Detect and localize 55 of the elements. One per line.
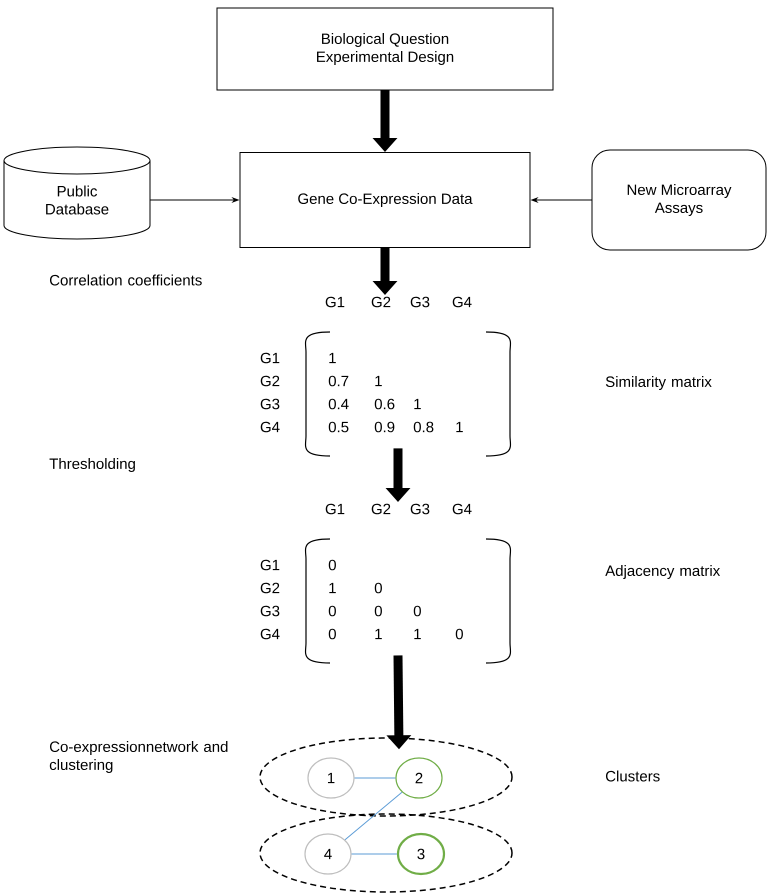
row-header: G2 — [260, 582, 280, 594]
column-header: G1 — [326, 504, 344, 514]
matrix-caption: Similarity matrix — [606, 376, 712, 390]
step-label: Correlation coefficients — [50, 274, 202, 286]
matrix-cell: 0.5 — [328, 422, 348, 432]
matrix-cell: 1 — [414, 628, 421, 640]
matrix-cell: 0 — [328, 628, 336, 640]
matrix-cell: 0.6 — [374, 398, 394, 410]
process-box: New Microarray Assays — [592, 150, 766, 250]
matrix-cell: 0.7 — [328, 376, 348, 386]
network-node: 2 — [395, 757, 443, 799]
matrix-cell: 0 — [414, 606, 421, 616]
database-cylinder: Public Database — [4, 146, 150, 240]
matrix-cell: 0.4 — [328, 398, 349, 410]
row-header: G2 — [260, 376, 280, 386]
matrix-cell: 1 — [414, 398, 421, 410]
cluster-ellipse — [259, 813, 513, 893]
column-header: G2 — [372, 296, 390, 308]
matrix-cell: 0.9 — [374, 422, 394, 432]
cluster-caption: Clusters — [606, 770, 660, 782]
column-header: G4 — [452, 296, 472, 308]
matrix-caption: Adjacency matrix — [605, 565, 720, 579]
row-header: G4 — [260, 628, 280, 640]
matrix — [260, 296, 512, 457]
row-header: G3 — [260, 398, 280, 410]
network-node: 3 — [396, 832, 446, 876]
step-label: Co-expressionnetwork and clustering — [50, 741, 228, 773]
matrix — [260, 504, 512, 664]
column-header: G4 — [452, 504, 472, 514]
column-header: G2 — [372, 504, 390, 514]
matrix-cell: 1 — [329, 352, 336, 364]
process-box: Biological Question Experimental Design — [216, 8, 554, 90]
column-header: G3 — [410, 296, 430, 308]
matrix-cell: 0.8 — [414, 422, 434, 432]
matrix-cell: 1 — [375, 376, 382, 386]
matrix-cell: 0 — [328, 606, 336, 616]
matrix-cell: 0 — [328, 560, 336, 570]
matrix-cell: 0 — [456, 628, 463, 640]
column-header: G3 — [410, 504, 430, 514]
row-header: G4 — [260, 422, 280, 432]
matrix-cell: 1 — [329, 582, 336, 594]
column-header: G1 — [326, 296, 344, 308]
row-header: G1 — [260, 560, 280, 570]
cluster-ellipse — [259, 737, 513, 817]
matrix-cell: 1 — [375, 628, 382, 640]
matrix-cell: 1 — [456, 422, 463, 432]
network-node: 4 — [304, 833, 352, 875]
network-node: 1 — [307, 757, 355, 799]
row-header: G3 — [260, 606, 280, 616]
step-label: Thresholding — [50, 458, 135, 472]
process-box: Gene Co-Expression Data — [240, 152, 530, 248]
network-link — [344, 792, 402, 840]
row-header: G1 — [260, 352, 280, 364]
matrix-cell: 0 — [374, 606, 382, 616]
matrix-cell: 0 — [374, 582, 382, 594]
